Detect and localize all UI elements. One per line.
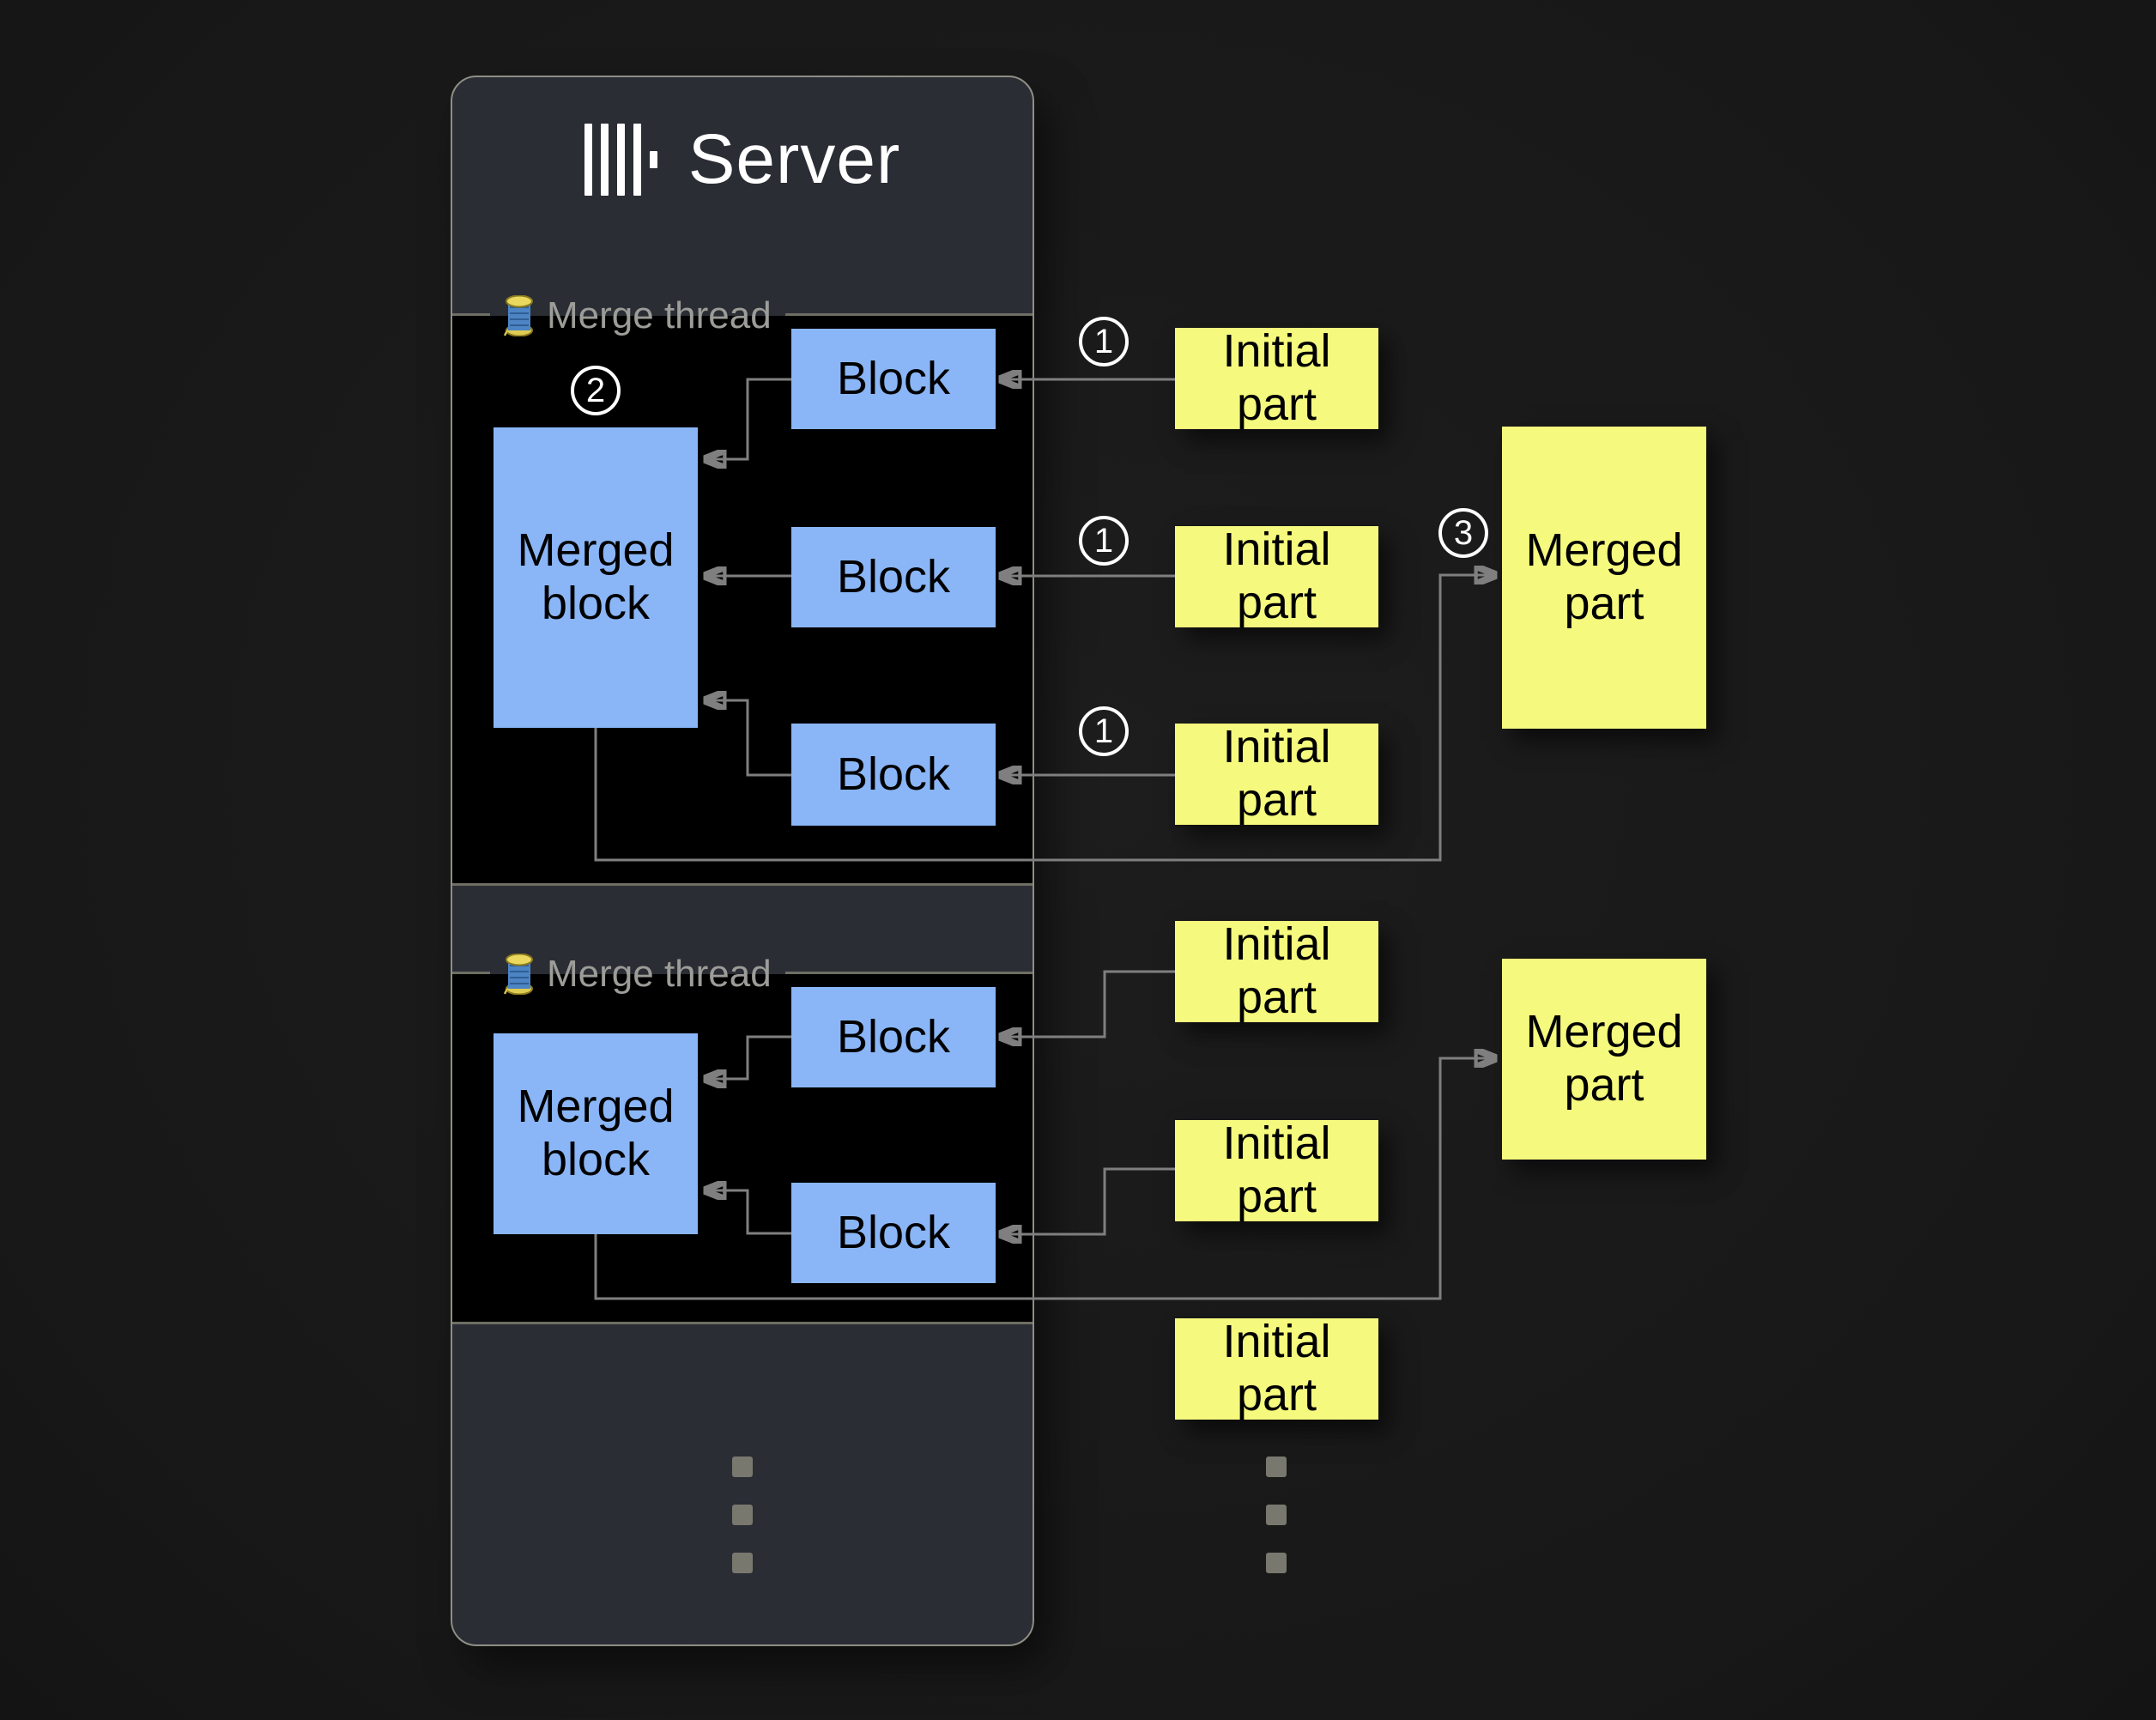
ellipsis-dot — [732, 1457, 753, 1477]
logo-dot — [649, 151, 657, 168]
block-node: Block — [791, 724, 996, 826]
initial-part-node: Initial part — [1175, 325, 1378, 430]
block-node: Block — [791, 329, 996, 429]
thread-spool-icon — [504, 954, 533, 995]
server-title: Server — [687, 120, 901, 198]
block-node: Block — [791, 987, 996, 1087]
clickhouse-logo-icon — [584, 124, 657, 196]
merge-thread-label: Merge thread — [547, 294, 772, 336]
thread-spool-icon — [504, 295, 533, 336]
server-header: Server — [452, 121, 1033, 198]
merge-thread-legend: Merge thread — [490, 293, 785, 339]
initial-part-node: Initial part — [1175, 524, 1378, 628]
logo-bar — [600, 124, 609, 196]
merged-block-node: Merged block — [494, 1033, 698, 1234]
step-badge-1: 1 — [1079, 516, 1129, 566]
merge-thread-panel-2: Merge thread Merged block Block Block — [452, 951, 1033, 1324]
logo-bar — [633, 124, 641, 196]
step-badge-3: 3 — [1438, 508, 1488, 558]
block-node: Block — [791, 1183, 996, 1283]
ellipsis-dot — [1266, 1505, 1287, 1525]
initial-part-node: Initial part — [1175, 918, 1378, 1023]
ellipsis-dots — [1266, 1457, 1287, 1573]
ellipsis-dot — [1266, 1457, 1287, 1477]
ellipsis-dot — [732, 1553, 753, 1573]
merge-thread-legend: Merge thread — [490, 951, 785, 997]
initial-part-node: Initial part — [1175, 1117, 1378, 1222]
ellipsis-dot — [732, 1505, 753, 1525]
ellipsis-dot — [1266, 1553, 1287, 1573]
step-badge-1: 1 — [1079, 317, 1129, 366]
logo-bar — [584, 124, 592, 196]
block-node: Block — [791, 527, 996, 627]
initial-part-node: Initial part — [1175, 1316, 1378, 1420]
merged-block-node: Merged block — [494, 427, 698, 728]
merged-part-node: Merged part — [1502, 427, 1706, 729]
initial-part-node: Initial part — [1175, 721, 1378, 826]
merged-part-node: Merged part — [1502, 959, 1706, 1160]
merge-thread-label: Merge thread — [547, 953, 772, 995]
step-badge-1: 1 — [1079, 706, 1129, 756]
ellipsis-dots — [732, 1457, 753, 1573]
merge-thread-panel-1: Merge thread 2 Merged block Block Block … — [452, 293, 1033, 886]
logo-bar — [616, 124, 625, 196]
step-badge-2: 2 — [571, 366, 621, 415]
